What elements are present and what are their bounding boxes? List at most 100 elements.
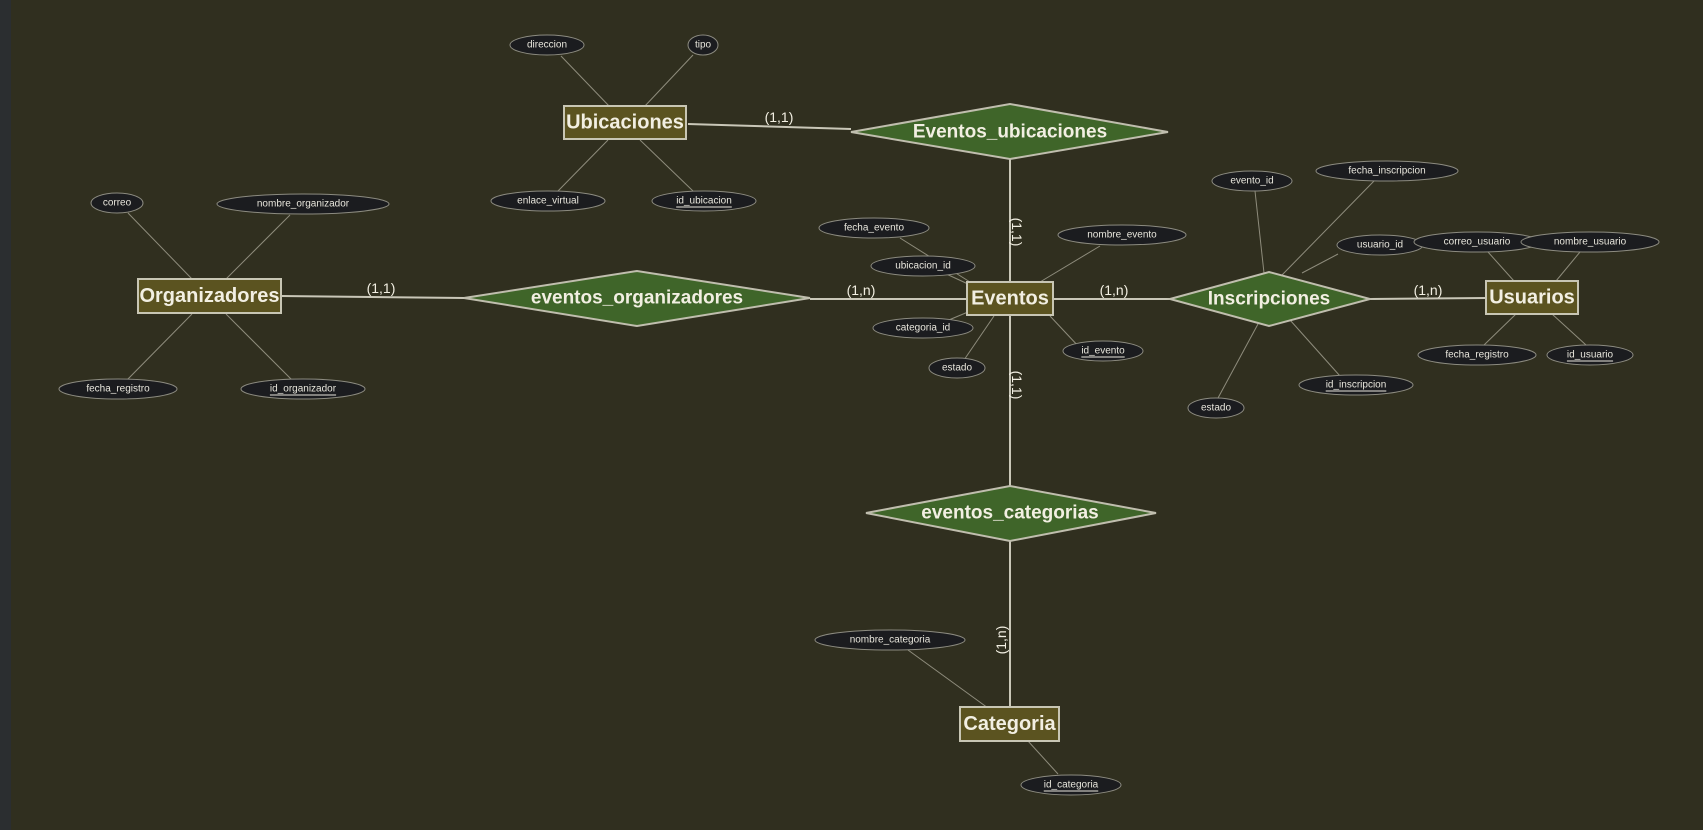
entity-eventos-label: Eventos <box>971 288 1049 310</box>
attr-nombre-usuario-label: nombre_usuario <box>1554 237 1627 248</box>
attr-link-id-evento <box>1049 315 1081 349</box>
attr-estado-evento-label: estado <box>942 363 972 374</box>
attr-link-nombre-organizador <box>225 214 291 280</box>
attr-enlace-virtual-label: enlace_virtual <box>517 196 579 207</box>
relationship-eventos-ubicaciones-label: Eventos_ubicaciones <box>913 122 1107 143</box>
attr-ubicacion-id-label: ubicacion_id <box>895 261 951 272</box>
attr-link-estado-evento <box>963 315 995 361</box>
cardinality-eventos-categorias: (1,1) <box>1009 371 1025 400</box>
entity-ubicaciones[interactable]: Ubicaciones <box>563 105 687 140</box>
attr-usuario-id-label: usuario_id <box>1357 240 1403 251</box>
attr-nombre-categoria[interactable]: nombre_categoria <box>814 629 966 651</box>
attr-nombre-evento-label: nombre_evento <box>1087 230 1157 241</box>
attr-correo-usuario-label: correo_usuario <box>1444 237 1511 248</box>
cardinality-categoria: (1,n) <box>993 626 1009 655</box>
attr-link-nombre-usuario <box>1555 251 1581 282</box>
attr-link-evento-id <box>1254 190 1265 274</box>
entity-ubicaciones-label: Ubicaciones <box>566 112 684 134</box>
relationship-links <box>280 123 1487 708</box>
attr-enlace-virtual[interactable]: enlace_virtual <box>490 190 606 212</box>
attr-id-categoria-label: id_categoria <box>1044 780 1099 791</box>
attr-link-nombre-categoria <box>907 649 989 709</box>
attribute-links <box>126 54 1587 775</box>
attr-fecha-registro-usr[interactable]: fecha_registro <box>1417 344 1537 366</box>
attr-nombre-categoria-label: nombre_categoria <box>850 635 931 646</box>
attr-correo[interactable]: correo <box>90 192 144 214</box>
cardinality-organizadores: (1,1) <box>367 280 396 296</box>
attr-id-ubicacion[interactable]: id_ubicacion <box>651 190 757 212</box>
attr-link-id-categoria <box>1027 740 1059 775</box>
entity-organizadores-label: Organizadores <box>139 285 279 307</box>
entity-organizadores[interactable]: Organizadores <box>137 278 282 314</box>
attr-link-direccion <box>560 55 611 108</box>
cardinality-eventos-organizadores: (1,n) <box>847 282 876 298</box>
relationship-eventos-organizadores[interactable]: eventos_organizadores <box>463 269 811 328</box>
attr-fecha-evento-label: fecha_evento <box>844 223 904 234</box>
attr-nombre-evento[interactable]: nombre_evento <box>1057 224 1187 246</box>
attr-id-organizador[interactable]: id_organizador <box>240 378 366 400</box>
entity-categoria-label: Categoria <box>963 713 1056 735</box>
attr-usuario-id[interactable]: usuario_id <box>1336 234 1424 256</box>
attr-link-usuario-id <box>1301 253 1339 274</box>
link-organizadores-eventos-organizadores <box>280 295 465 299</box>
left-edge-bar <box>0 0 11 830</box>
attr-id-usuario-label: id_usuario <box>1567 350 1614 361</box>
attr-tipo-label: tipo <box>695 40 712 51</box>
attr-fecha-registro-org[interactable]: fecha_registro <box>58 378 178 400</box>
attr-id-evento-label: id_evento <box>1081 346 1125 357</box>
attr-link-id-usuario <box>1551 313 1587 346</box>
attr-link-fecha-inscripcion <box>1281 180 1375 276</box>
attr-categoria-id-label: categoria_id <box>896 323 950 334</box>
attr-categoria-id[interactable]: categoria_id <box>872 317 974 339</box>
relationship-inscripciones-label: Inscripciones <box>1208 289 1331 310</box>
attr-link-tipo <box>643 54 694 108</box>
entity-usuarios-label: Usuarios <box>1489 287 1575 309</box>
attr-link-estado-inscripcion <box>1217 323 1259 399</box>
link-inscripciones-usuarios <box>1369 297 1487 300</box>
entity-eventos[interactable]: Eventos <box>966 281 1054 316</box>
attr-id-inscripcion[interactable]: id_inscripcion <box>1298 374 1414 396</box>
attr-fecha-inscripcion[interactable]: fecha_inscripcion <box>1315 160 1459 182</box>
attr-fecha-registro-usr-label: fecha_registro <box>1445 350 1509 361</box>
attr-fecha-evento[interactable]: fecha_evento <box>818 217 930 239</box>
cardinality-ubicaciones: (1,1) <box>765 109 794 125</box>
link-ubicaciones-eventos-ubicaciones <box>687 123 852 130</box>
attr-estado-evento[interactable]: estado <box>928 357 986 379</box>
relationship-eventos-ubicaciones[interactable]: Eventos_ubicaciones <box>850 102 1169 161</box>
entity-categoria[interactable]: Categoria <box>959 706 1060 742</box>
attr-direccion-label: direccion <box>527 40 567 51</box>
attr-nombre-organizador-label: nombre_organizador <box>257 199 350 210</box>
attr-link-nombre-evento <box>1039 245 1101 283</box>
attr-estado-inscripcion-label: estado <box>1201 403 1231 414</box>
attr-tipo[interactable]: tipo <box>687 34 719 56</box>
attr-link-id-ubicacion <box>639 139 694 192</box>
attr-id-evento[interactable]: id_evento <box>1062 340 1144 362</box>
attr-evento-id[interactable]: evento_id <box>1211 170 1293 192</box>
attr-id-categoria[interactable]: id_categoria <box>1020 774 1122 796</box>
relationship-eventos-organizadores-label: eventos_organizadores <box>531 288 743 309</box>
attr-estado-inscripcion[interactable]: estado <box>1187 397 1245 419</box>
attr-link-fecha-registro-usr <box>1483 313 1517 346</box>
attr-id-usuario[interactable]: id_usuario <box>1546 344 1634 366</box>
cardinality-inscripciones: (1,n) <box>1100 282 1129 298</box>
attr-nombre-usuario[interactable]: nombre_usuario <box>1520 231 1660 253</box>
relationship-inscripciones[interactable]: Inscripciones <box>1166 270 1374 328</box>
attr-link-correo <box>127 212 193 280</box>
cardinality-eventos-ubicaciones: (1,1) <box>1009 218 1025 247</box>
attr-link-enlace-virtual <box>557 139 609 192</box>
attr-link-id-organizador <box>225 313 293 381</box>
attr-id-organizador-label: id_organizador <box>270 384 337 395</box>
relationship-eventos-categorias[interactable]: eventos_categorias <box>865 484 1157 543</box>
attr-fecha-registro-org-label: fecha_registro <box>86 384 150 395</box>
attr-link-id-inscripcion <box>1289 319 1341 377</box>
attr-link-correo-usuario <box>1487 251 1515 282</box>
relationship-eventos-categorias-label: eventos_categorias <box>921 503 1098 524</box>
attr-evento-id-label: evento_id <box>1230 176 1273 187</box>
attr-ubicacion-id[interactable]: ubicacion_id <box>870 255 976 277</box>
entity-usuarios[interactable]: Usuarios <box>1485 280 1579 315</box>
attr-nombre-organizador[interactable]: nombre_organizador <box>216 193 390 215</box>
attr-correo-label: correo <box>103 198 132 209</box>
attr-direccion[interactable]: direccion <box>509 34 585 56</box>
attr-id-ubicacion-label: id_ubicacion <box>676 196 732 207</box>
